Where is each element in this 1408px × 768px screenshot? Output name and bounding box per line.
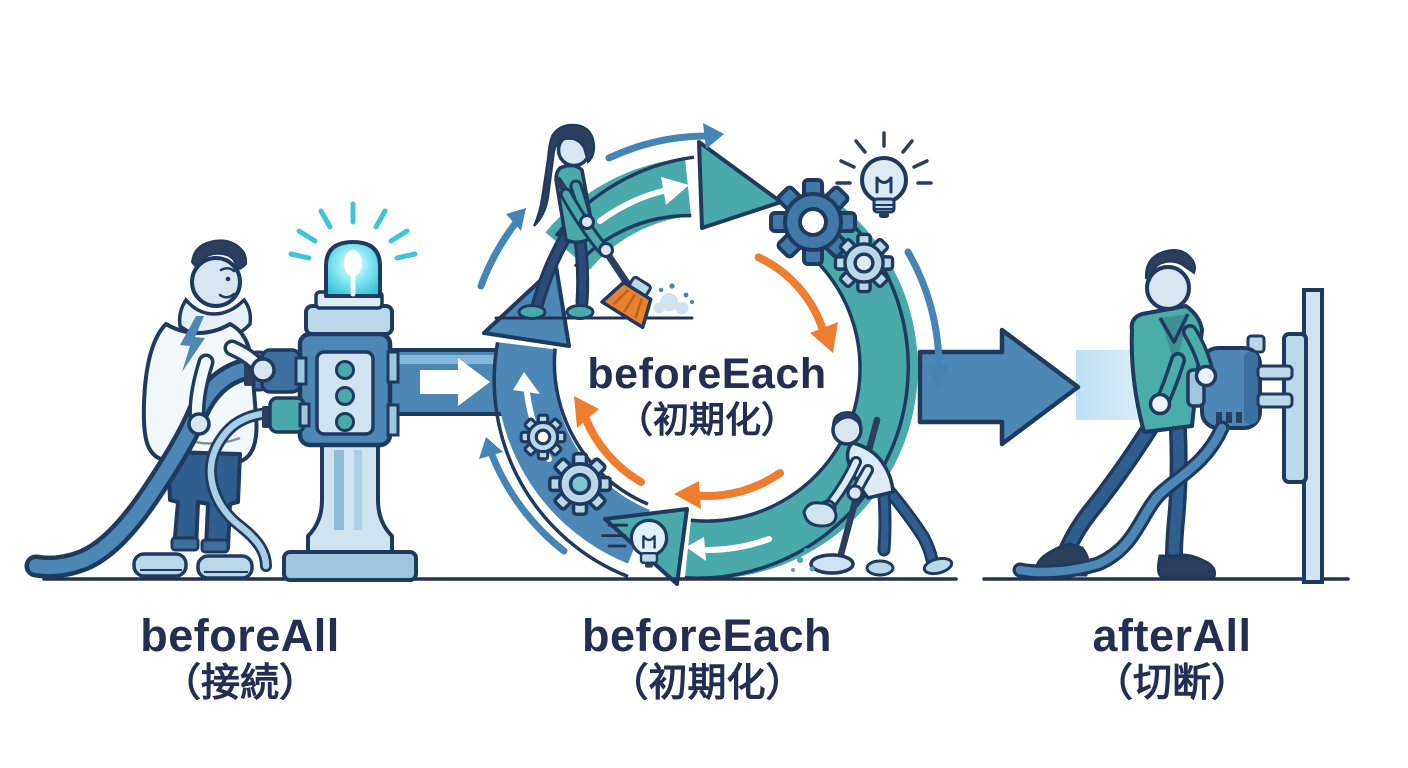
power-hose <box>24 356 264 579</box>
operator-pants <box>166 450 242 550</box>
operator-face <box>218 267 236 299</box>
disconnect-hair <box>1144 249 1196 282</box>
cleaning-cloth <box>802 501 838 528</box>
plug-prong <box>1256 364 1294 381</box>
gear-icon <box>519 413 567 461</box>
operator-shoes <box>132 552 254 580</box>
broom-icon <box>600 275 653 330</box>
sweeper-figure <box>517 123 694 330</box>
beacon-rays <box>288 201 418 261</box>
cycle-center-subtitle: （初期化） <box>616 399 797 441</box>
machine-cap-lower <box>304 304 394 336</box>
plug-icon <box>262 396 311 434</box>
orange-cycle-arrows-icon <box>574 253 838 509</box>
disconnect-head <box>1145 265 1191 311</box>
gear-icon <box>833 232 895 294</box>
plug-icon <box>1186 334 1294 430</box>
stage-title: beforeAll <box>140 610 340 661</box>
ring-arrowhead-top <box>697 140 783 230</box>
thin-cable <box>204 407 274 572</box>
cleaner-legs <box>865 485 954 577</box>
cycle-center-title: beforeEach <box>587 350 827 398</box>
stage-label-before-each: beforeEach （初期化） <box>527 612 887 706</box>
stage-subtitle: （接続） <box>161 662 318 706</box>
outer-cycle-arrows-icon <box>477 123 950 555</box>
gear-icon <box>769 178 857 266</box>
plug-prong <box>1256 392 1294 409</box>
cycle-center-label: beforeEach （初期化） <box>547 350 867 441</box>
stage-label-before-all: beforeAll （接続） <box>60 612 420 706</box>
stage-title: beforeEach <box>581 610 833 661</box>
lightbulb-icon <box>601 518 669 568</box>
disconnect-arms <box>1148 324 1218 416</box>
operator-hair <box>190 239 248 270</box>
sweeper-legs <box>517 229 595 320</box>
sweeper-hair <box>533 123 596 227</box>
stage-label-after-all: afterAll （切断） <box>992 612 1352 706</box>
operator-arms <box>187 339 276 436</box>
dust-dots <box>791 548 815 572</box>
mop-icon <box>809 553 855 575</box>
indicator-lights <box>335 360 355 432</box>
gear-icon <box>547 451 613 517</box>
dust-puff <box>653 283 694 315</box>
lightbulb-icon <box>835 131 933 218</box>
operator-head <box>190 256 242 308</box>
beacon-light-icon <box>288 201 418 298</box>
cleaner-hair <box>831 410 863 429</box>
trailing-cable <box>1012 420 1230 580</box>
machine-base <box>282 550 418 582</box>
machine-column <box>306 443 394 554</box>
stage-subtitle: （初期化） <box>609 662 805 706</box>
after-all-scene <box>1012 249 1324 584</box>
lightning-bolt-icon <box>180 316 205 372</box>
stage-subtitle: （切断） <box>1093 662 1250 706</box>
white-arrow-icon <box>420 358 490 406</box>
sweeper-arms <box>559 179 614 258</box>
stage-title: afterAll <box>1092 610 1252 661</box>
cleaner-figure <box>791 410 954 577</box>
